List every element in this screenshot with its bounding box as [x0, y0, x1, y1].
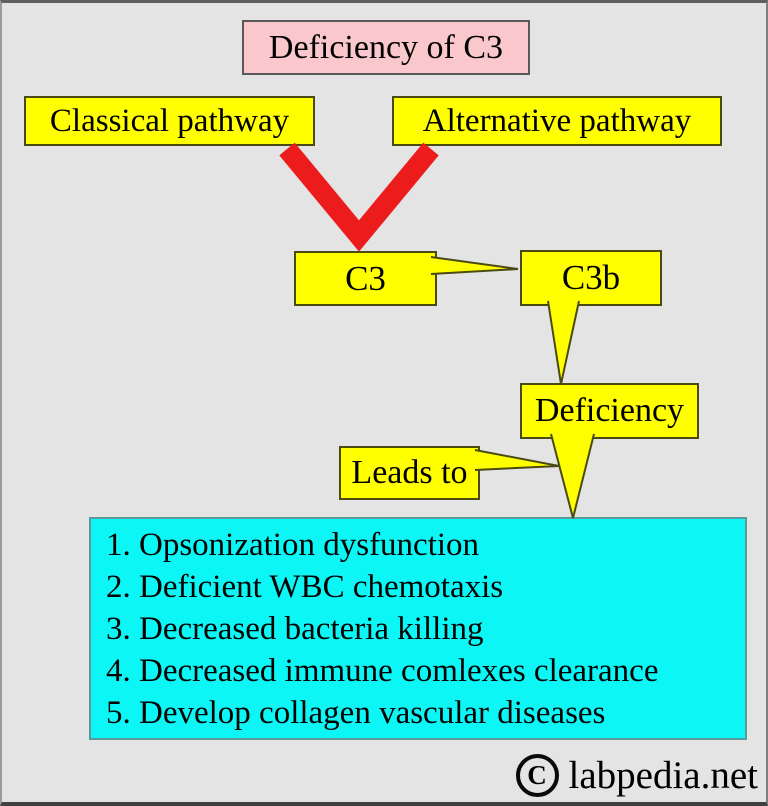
outcome-item: 4. Decreased immune comlexes clearance — [106, 653, 659, 689]
callout-pointer-leads-to — [474, 449, 560, 471]
node-alternative-pathway: Alternative pathway — [392, 96, 722, 146]
callout-pointer-deficiency-to-outcomes — [550, 433, 595, 519]
outcome-item: 2. Deficient WBC chemotaxis — [106, 569, 504, 605]
node-label: Classical pathway — [49, 102, 290, 139]
callout-pointer-c3-to-c3b — [430, 256, 519, 275]
red-v-arrow — [279, 142, 439, 252]
outcome-item: 3. Decreased bacteria killing — [106, 611, 484, 647]
node-label: Deficiency — [534, 392, 685, 429]
copyright-letter: C — [527, 760, 547, 790]
node-label: Leads to — [351, 454, 468, 491]
node-deficiency: Deficiency — [520, 383, 699, 439]
diagram-title: Deficiency of C3 — [268, 28, 504, 66]
node-label: C3b — [561, 258, 621, 297]
node-c3b: C3b — [520, 250, 662, 306]
outcome-item: 1. Opsonization dysfunction — [106, 527, 480, 563]
callout-pointer-c3b-to-deficiency — [547, 300, 580, 385]
node-c3: C3 — [294, 251, 437, 306]
copyright-icon: C — [515, 754, 559, 797]
node-leads-to: Leads to — [339, 446, 480, 500]
node-label: Alternative pathway — [422, 102, 692, 139]
watermark: C labpedia.net — [515, 753, 759, 798]
outcome-item: 5. Develop collagen vascular diseases — [106, 695, 606, 731]
watermark-text: labpedia.net — [568, 754, 759, 797]
title-box: Deficiency of C3 — [242, 20, 530, 75]
node-label: C3 — [345, 258, 386, 298]
outcomes-list-box: 1. Opsonization dysfunction 2. Deficient… — [89, 517, 747, 740]
node-classical-pathway: Classical pathway — [24, 96, 315, 146]
